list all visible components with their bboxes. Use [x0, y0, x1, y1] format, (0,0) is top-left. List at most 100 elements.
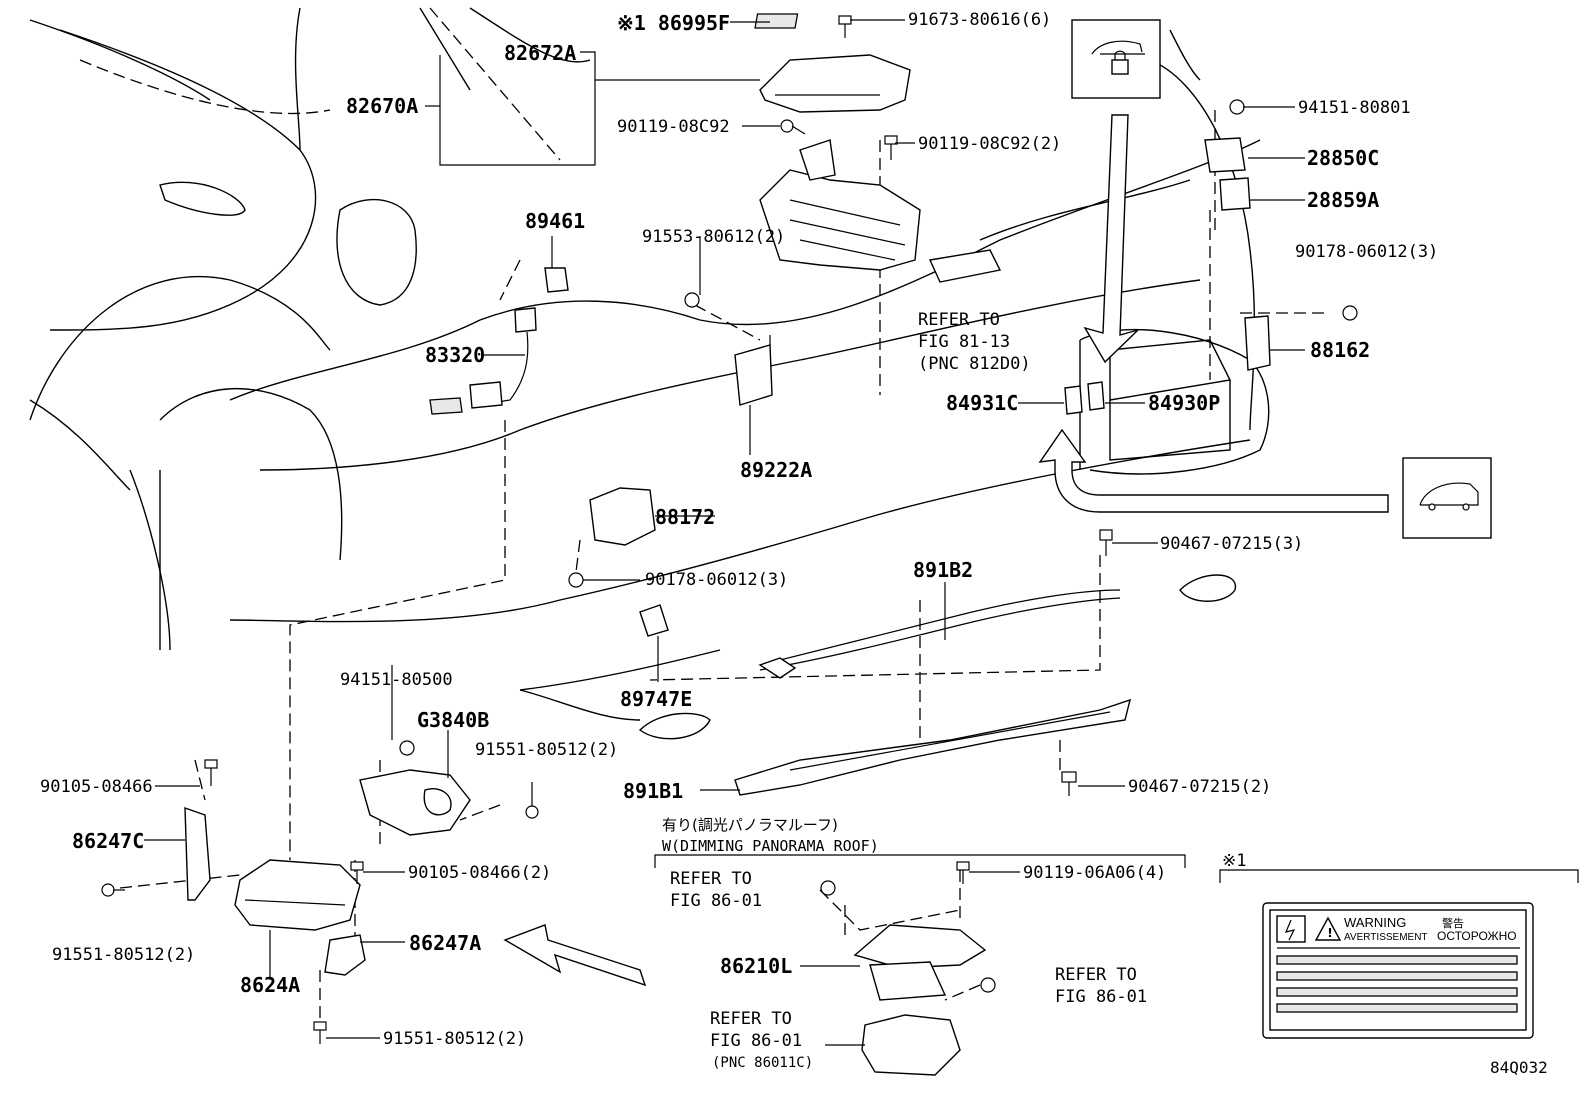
refer-fig-86-01b-line2: FIG 86-01 [1055, 987, 1147, 1007]
part-label: 891B2 [913, 558, 973, 582]
warning-jp: 警告 [1442, 916, 1464, 930]
part-label: 83320 [425, 343, 485, 367]
part-label: 88172 [655, 505, 715, 529]
clip-fig8601a [820, 880, 836, 896]
refer-fig-86-01a-line1: REFER TO [670, 869, 752, 889]
switch-84931C [1064, 385, 1083, 415]
bracket-82670A [759, 169, 921, 271]
electric-hazard-icon [1284, 919, 1296, 941]
part-label: 91551-80512(2) [475, 740, 618, 760]
label-text-bar [1276, 955, 1518, 965]
refer-fig-86-01b-line1: REFER TO [1055, 965, 1137, 985]
part-label: 94151-80801 [1298, 98, 1411, 118]
part-labels: ※1 86995F 82672A 82670A 91673-80616(6) 9… [40, 10, 1438, 1049]
refer-fig-86-01a-line2: FIG 86-01 [670, 891, 762, 911]
receiver-86011C [861, 1014, 961, 1076]
harness-891B2 [759, 589, 1121, 666]
bolt-91551b [101, 883, 125, 897]
warning-ru: ОСТОРОЖНО [1437, 929, 1517, 943]
car-icon [1419, 482, 1479, 506]
part-label: G3840B [417, 708, 489, 732]
note-marker: ※1 [1222, 851, 1246, 871]
clip-fig8601b [980, 977, 996, 993]
refer-fig-86-01c-line3: (PNC 86011C) [712, 1055, 813, 1071]
part-label: 28850C [1307, 146, 1379, 170]
warning-label-sticker: ! WARNING AVERTISSEMENT 警告 ОСТОРОЖНО [1262, 902, 1534, 1039]
assembly-dashed-lines [119, 110, 1330, 1020]
view-icon-rear-car [1402, 457, 1492, 539]
refer-labels: REFER TO FIG 81-13 (PNC 812D0) REFER TO … [670, 310, 1147, 1071]
vehicle-body-outline [29, 7, 1270, 740]
part-label: 91551-80512(2) [52, 945, 195, 965]
part-label: 91553-80612(2) [642, 227, 785, 247]
nut-90178b [1342, 305, 1358, 321]
part-label: 90178-06012(3) [645, 570, 788, 590]
ecu-88172 [589, 487, 656, 546]
nut-90178a [568, 572, 584, 588]
part-label: 86247A [409, 931, 481, 955]
part-label: 82670A [346, 94, 418, 118]
sensor-89461 [544, 267, 569, 293]
figure-code: 84Q032 [1490, 1058, 1548, 1077]
part-label: 91551-80512(2) [383, 1029, 526, 1049]
part-label: 84931C [946, 391, 1018, 415]
bolt-90105a [204, 759, 218, 786]
refer-fig-81-13-line1: REFER TO [918, 310, 1000, 330]
buzzer-83320 [514, 307, 537, 333]
bolt-90119a [780, 119, 806, 135]
bracket-86247C [184, 807, 211, 901]
bolt-91551c [313, 1021, 327, 1044]
part-label: 90119-08C92(2) [918, 134, 1061, 154]
bolt-90119c [956, 861, 970, 884]
part-label: 90467-07215(2) [1128, 777, 1271, 797]
refer-fig-81-13-line3: (PNC 812D0) [918, 354, 1031, 374]
bolt-91673 [838, 15, 852, 38]
connector-81-13 [928, 249, 1002, 283]
part-label: 89222A [740, 458, 812, 482]
part-label: 8624A [240, 973, 300, 997]
refer-fig-86-01c-line1: REFER TO [710, 1009, 792, 1029]
unit-G3840B [359, 769, 471, 836]
clip-90467a [1099, 529, 1113, 556]
note-bracket [1219, 869, 1579, 883]
fasteners [101, 15, 1358, 1044]
label-text-bar [1276, 971, 1518, 981]
part-label: 90119-08C92 [617, 117, 730, 137]
clip-28850C [1204, 137, 1246, 173]
bolt-91551a [525, 782, 539, 819]
bracket-86247A [324, 934, 366, 976]
warning-en: WARNING [1344, 915, 1406, 930]
clip-28859A [1219, 177, 1251, 211]
switch-84930P [1087, 381, 1105, 411]
part-label: 89461 [525, 209, 585, 233]
sensor-89747E [639, 604, 669, 637]
cover-82672A [759, 54, 911, 113]
part-label: 28859A [1307, 188, 1379, 212]
part-label: 84930P [1148, 391, 1220, 415]
part-label: 90119-06A06(4) [1023, 863, 1166, 883]
leader-lines [144, 19, 1305, 1046]
part-label: 86247C [72, 829, 144, 853]
option-label-en: W(DIMMING PANORAMA ROOF) [662, 837, 879, 855]
arrow-to-amplifier [503, 924, 647, 987]
clip-94151a [1229, 99, 1245, 115]
svg-text:!: ! [1327, 926, 1332, 940]
part-label: 91673-80616(6) [908, 10, 1051, 30]
part-label: 90105-08466(2) [408, 863, 551, 883]
bolt-91553 [684, 292, 700, 308]
direction-arrows [503, 114, 1389, 987]
option-label-jp: 有り(調光パノラマルーフ) [662, 816, 838, 834]
arrow-curved-to-switch [1038, 428, 1389, 513]
padlock-icon [1111, 59, 1129, 75]
sensor-88162 [1244, 315, 1271, 371]
part-label: 90467-07215(3) [1160, 534, 1303, 554]
warning-fr: AVERTISSEMENT [1344, 932, 1428, 943]
arrow-down-to-gate [1083, 114, 1139, 364]
part-label: 89747E [620, 687, 692, 711]
amplifier-8624A [234, 859, 361, 931]
view-icon-lock [1071, 19, 1161, 99]
bracket-86210L [853, 924, 987, 969]
bolt-90119b [884, 135, 898, 160]
part-label: 90105-08466 [40, 777, 153, 797]
